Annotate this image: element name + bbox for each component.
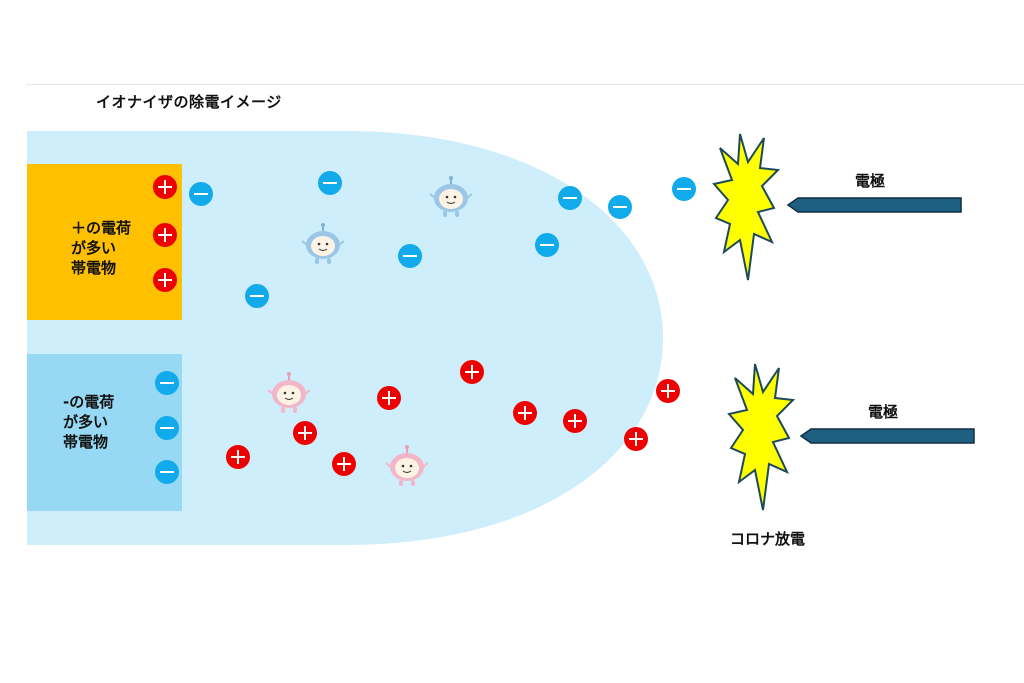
corona-discharge-label: コロナ放電: [730, 530, 806, 548]
plus-charge-icon: [153, 223, 177, 247]
negative-object-label: -の電荷 が多い 帯電物: [63, 393, 115, 451]
minus-charge-icon: [155, 416, 179, 440]
positive-ion-icon: [460, 360, 484, 384]
positive-ion-mascot-icon: [267, 372, 311, 413]
corona-spark-bottom-icon: [727, 363, 796, 511]
top-divider: [26, 84, 1024, 85]
negative-ion-icon: [608, 195, 632, 219]
electrode-top-label: 電極: [855, 172, 886, 190]
plus-charge-icon: [153, 175, 177, 199]
positive-ion-icon: [624, 427, 648, 451]
negative-ion-icon: [558, 186, 582, 210]
diagram-title: イオナイザの除電イメージ: [96, 93, 282, 111]
negative-ion-icon: [672, 177, 696, 201]
negative-ion-icon: [189, 182, 213, 206]
negative-ion-mascot-icon: [429, 176, 473, 217]
positive-ion-mascot-icon: [385, 445, 429, 486]
positive-ion-icon: [332, 452, 356, 476]
negative-ion-icon: [245, 284, 269, 308]
negative-ion-icon: [398, 244, 422, 268]
positive-ion-icon: [377, 386, 401, 410]
electrode-bottom: [799, 428, 975, 444]
plus-charge-icon: [153, 268, 177, 292]
positive-ion-icon: [293, 421, 317, 445]
positive-ion-icon: [563, 409, 587, 433]
corona-spark-top-icon: [712, 133, 781, 281]
negative-ion-icon: [318, 171, 342, 195]
minus-charge-icon: [155, 460, 179, 484]
positive-ion-icon: [513, 401, 537, 425]
positive-ion-icon: [226, 445, 250, 469]
positive-ion-icon: [656, 379, 680, 403]
negative-ion-mascot-icon: [301, 223, 345, 264]
positive-object-label: ＋の電荷 が多い 帯電物: [71, 219, 132, 277]
electrode-top: [786, 197, 962, 213]
minus-charge-icon: [155, 371, 179, 395]
electrode-bottom-label: 電極: [868, 403, 899, 421]
negative-ion-icon: [535, 233, 559, 257]
